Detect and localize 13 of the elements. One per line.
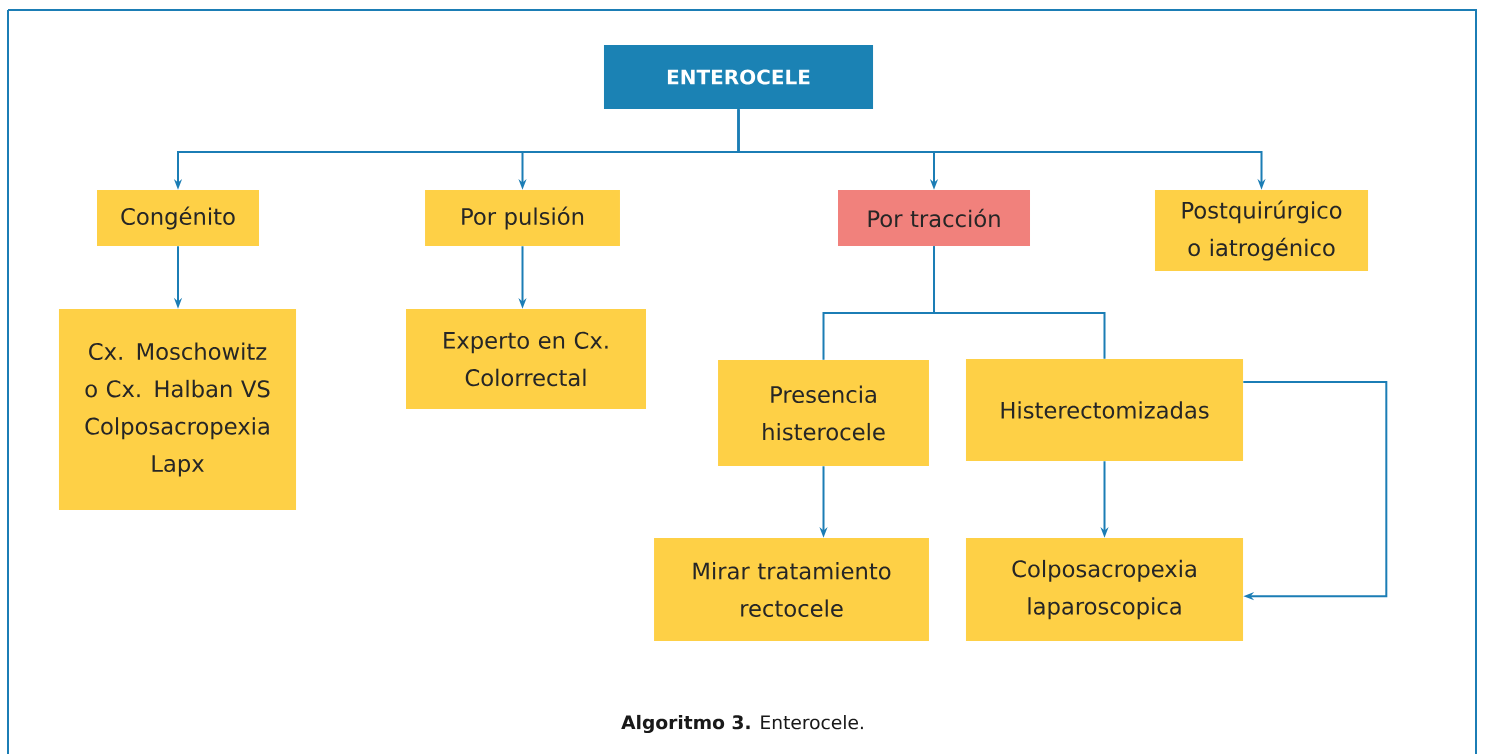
category-box: Histerectomizadas — [966, 359, 1244, 461]
category-box: Por tracción — [838, 190, 1030, 246]
category-box: Mirar tratamiento rectocele — [654, 538, 929, 641]
title-box: ENTEROCELE — [603, 45, 874, 109]
caption: Algoritmo 3. Enterocele. — [621, 714, 863, 734]
category-box: Postquirúrgico o iatrogénico — [1155, 189, 1369, 272]
category-box: Presencia histerocele — [718, 360, 929, 466]
arrow — [1242, 381, 1388, 601]
category-box: Por pulsión — [425, 190, 620, 246]
category-box: Colposacropexia laparoscopica — [966, 538, 1244, 641]
category-box: Cx. Moschowitz o Cx. Halban VS Colposacropexia Lapx — [58, 309, 297, 511]
category-box: Experto en Cx. Colorrectal — [406, 309, 646, 409]
category-box: Congénito — [97, 190, 259, 246]
